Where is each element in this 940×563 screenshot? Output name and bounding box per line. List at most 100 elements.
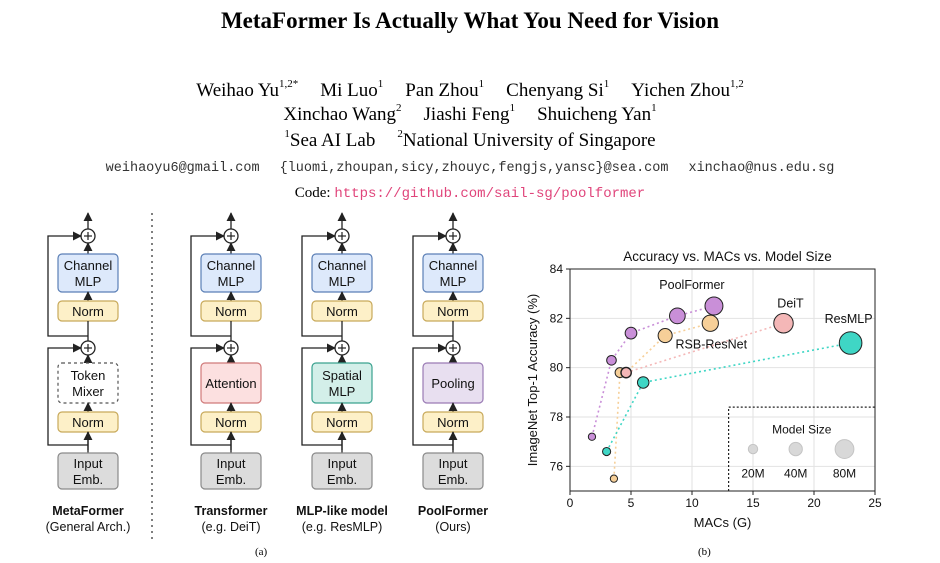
token-mixer-label: Spatial <box>322 368 362 383</box>
email-list: weihaoyu6@gmail.com {luomi,zhoupan,sicy,z… <box>0 161 940 176</box>
input-embedding-label: Emb. <box>216 472 246 487</box>
input-embedding-label: Emb. <box>73 472 103 487</box>
code-line: Code: https://github.com/sail-sg/poolfor… <box>0 185 940 202</box>
series-line <box>605 342 851 452</box>
residual-connection <box>301 343 342 446</box>
arch-column-3: ChannelMLPNormPoolingNormInputEmb.PoolFo… <box>412 212 488 534</box>
input-embedding-block <box>200 452 262 490</box>
token-mixer-label: Token <box>71 368 106 383</box>
chart-title: Accuracy vs. MACs vs. Model Size <box>623 249 832 264</box>
code-link[interactable]: https://github.com/sail-sg/poolformer <box>334 186 646 202</box>
input-embedding-block <box>311 452 373 490</box>
channel-mlp-label: Channel <box>318 258 367 273</box>
figure-b-caption: (b) <box>698 546 711 558</box>
series-annotation: ResMLP <box>825 312 873 326</box>
input-embedding-label: Input <box>74 456 103 471</box>
residual-connection <box>301 231 342 337</box>
data-point <box>606 354 617 366</box>
x-tick-label: 5 <box>628 496 635 510</box>
residual-connection <box>47 231 88 337</box>
token-mixer-label: Mixer <box>72 384 104 399</box>
email-address: weihaoyu6@gmail.com <box>105 161 260 176</box>
arch-column-1: ChannelMLPNormAttentionNormInputEmb.Tran… <box>190 212 268 534</box>
author-name: Weihao Yu1,2* <box>196 78 299 101</box>
size-legend-label: 80M <box>833 467 856 481</box>
channel-mlp-label: Channel <box>207 258 256 273</box>
data-point <box>838 331 863 355</box>
data-point <box>609 474 619 483</box>
size-legend-label: 20M <box>741 467 764 481</box>
arch-name: MetaFormer <box>52 504 124 518</box>
input-embedding-label: Input <box>217 456 246 471</box>
data-point <box>657 328 673 344</box>
residual-connection <box>47 343 88 446</box>
channel-mlp-label: Channel <box>64 258 113 273</box>
author-name: Pan Zhou1 <box>405 78 485 101</box>
affiliation: 1Sea AI Lab <box>284 128 376 151</box>
x-tick-label: 10 <box>685 496 699 510</box>
channel-mlp-label: MLP <box>218 274 245 289</box>
size-legend-box <box>728 406 875 491</box>
x-tick-label: 15 <box>746 496 760 510</box>
arch-subtitle: (e.g. DeiT) <box>201 520 260 534</box>
y-tick-label: 84 <box>550 262 564 276</box>
token-mixer-label: Pooling <box>431 376 474 391</box>
y-tick-label: 78 <box>550 410 564 424</box>
residual-connection <box>190 343 231 446</box>
paper-title: MetaFormer Is Actually What You Need for… <box>220 8 720 33</box>
email-address: xinchao@nus.edu.sg <box>688 161 835 176</box>
norm-label: Norm <box>72 304 104 319</box>
norm-label: Norm <box>215 415 247 430</box>
token-mixer-label: Attention <box>205 376 256 391</box>
residual-connection <box>190 231 231 337</box>
affiliations: 1Sea AI Lab 2National University of Singa… <box>0 128 940 152</box>
x-tick-label: 25 <box>868 496 882 510</box>
affiliation: 2National University of Singapore <box>397 128 656 151</box>
data-point <box>669 307 686 325</box>
series-annotation: DeiT <box>777 296 804 310</box>
author-name: Mi Luo1 <box>320 78 384 101</box>
arch-column-0: ChannelMLPNormTokenMixerNormInputEmb.Met… <box>46 212 131 534</box>
x-axis-label: MACs (G) <box>694 515 752 530</box>
arch-subtitle: (Ours) <box>435 520 470 534</box>
figure-a-diagram: ChannelMLPNormTokenMixerNormInputEmb.Met… <box>46 212 488 540</box>
input-embedding-label: Emb. <box>327 472 357 487</box>
norm-label: Norm <box>326 304 358 319</box>
y-tick-label: 82 <box>550 311 564 325</box>
channel-mlp-label: MLP <box>440 274 467 289</box>
author-name: Jiashi Feng1 <box>423 102 516 125</box>
arch-subtitle: (General Arch.) <box>46 520 131 534</box>
data-point <box>624 326 638 340</box>
email-address: {luomi,zhoupan,sicy,zhouyc,fengjs,yansc}… <box>279 161 669 176</box>
x-tick-label: 0 <box>567 496 574 510</box>
series-annotation: PoolFormer <box>659 278 724 292</box>
arch-name: Transformer <box>195 504 268 518</box>
input-embedding-label: Input <box>328 456 357 471</box>
size-legend-title: Model Size <box>772 422 832 436</box>
data-point <box>701 314 719 332</box>
arch-name: PoolFormer <box>418 504 488 518</box>
x-tick-label: 20 <box>807 496 821 510</box>
channel-mlp-label: Channel <box>429 258 478 273</box>
data-point <box>587 432 597 441</box>
series-annotation: RSB-ResNet <box>676 337 748 351</box>
arch-column-2: ChannelMLPNormSpatialMLPNormInputEmb.MLP… <box>296 212 388 534</box>
size-legend-marker <box>747 443 759 455</box>
data-point <box>602 446 612 457</box>
plot-frame <box>569 268 876 492</box>
data-point <box>620 367 632 379</box>
size-legend-label: 40M <box>784 467 807 481</box>
arch-name: MLP-like model <box>296 504 388 518</box>
data-point <box>704 296 724 316</box>
input-embedding-block <box>422 452 484 490</box>
channel-mlp-label: MLP <box>329 274 356 289</box>
norm-label: Norm <box>215 304 247 319</box>
channel-mlp-label: MLP <box>75 274 102 289</box>
author-name: Chenyang Si1 <box>506 78 610 101</box>
code-label: Code: <box>294 185 331 201</box>
figure-b-chart: Accuracy vs. MACs vs. Model Size 0 5 10 15 20… <box>525 249 882 530</box>
y-axis-label: ImageNet Top-1 Accuracy (%) <box>525 294 540 466</box>
input-embedding-label: Input <box>439 456 468 471</box>
residual-connection <box>412 343 453 446</box>
